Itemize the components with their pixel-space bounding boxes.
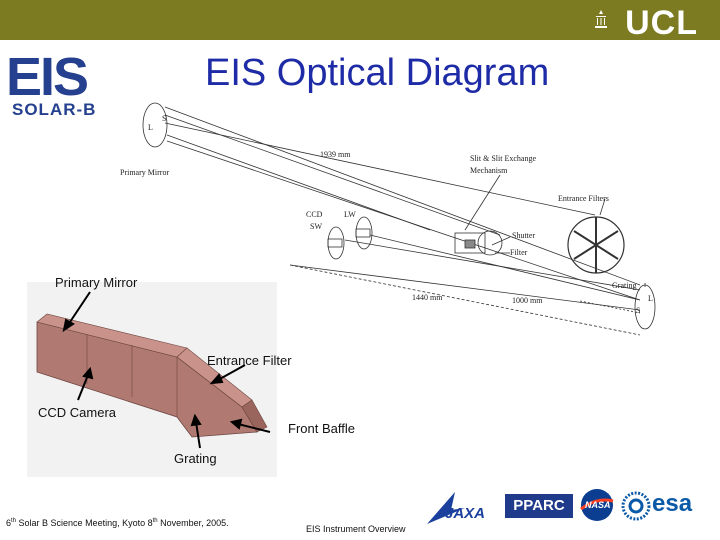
- nasa-logo: NASA: [580, 489, 614, 521]
- ccd-label: CCD: [306, 210, 323, 219]
- footer-overview-text: EIS Instrument Overview: [306, 524, 406, 534]
- optical-diagram: L S Primary Mirror 1939 mm Slit & Slit E…: [120, 102, 656, 336]
- callout-front-baffle: Front Baffle: [288, 421, 355, 436]
- grating-label-s: S: [636, 306, 640, 315]
- sw-label: SW: [310, 222, 322, 231]
- logo-sub-text: SOLAR-B: [12, 100, 97, 119]
- primary-mirror-label: Primary Mirror: [120, 168, 169, 177]
- svg-text:JAXA: JAXA: [445, 505, 485, 522]
- callout-entrance-filter: Entrance Filter: [207, 353, 292, 368]
- grating-label: Grating: [612, 281, 636, 290]
- entrance-filters-label: Entrance Filters: [558, 194, 609, 203]
- distance-1000: 1000 mm: [512, 296, 543, 305]
- shutter-label: Shutter: [512, 231, 535, 240]
- mirror-label-l: L: [148, 123, 153, 132]
- esa-emblem-icon: [621, 491, 651, 521]
- callout-primary-mirror: Primary Mirror: [55, 275, 138, 290]
- footer-meeting-text: 6th Solar B Science Meeting, Kyoto 8th N…: [6, 518, 229, 528]
- logo-main-text: EIS: [6, 47, 89, 107]
- esa-logo: esa: [652, 490, 693, 517]
- lw-label: LW: [344, 210, 356, 219]
- grating-label-l: L: [648, 294, 653, 303]
- page-title: EIS Optical Diagram: [205, 52, 550, 94]
- slit-mechanism-label-1: Slit & Slit Exchange: [470, 154, 536, 163]
- distance-1939: 1939 mm: [320, 150, 351, 159]
- jaxa-logo: JAXA: [427, 492, 485, 524]
- slit-mechanism-shape: [454, 232, 486, 254]
- svg-text:NASA: NASA: [585, 500, 611, 510]
- eis-solar-b-logo: EIS SOLAR-B: [6, 50, 126, 120]
- pparc-logo: PPARC: [505, 494, 573, 518]
- header-bar: [0, 0, 720, 40]
- slit-mechanism-label-2: Mechanism: [470, 166, 508, 175]
- filter-label: Filter: [510, 248, 528, 257]
- primary-mirror-shape: [142, 102, 168, 148]
- ucl-portico-icon: [595, 10, 607, 28]
- instrument-model: [36, 313, 268, 438]
- callout-ccd-camera: CCD Camera: [38, 405, 117, 420]
- callout-grating: Grating: [174, 451, 217, 466]
- ucl-logo: UCL: [625, 4, 698, 42]
- distance-1440: 1440 mm: [412, 293, 443, 302]
- mirror-label-s: S: [162, 114, 166, 123]
